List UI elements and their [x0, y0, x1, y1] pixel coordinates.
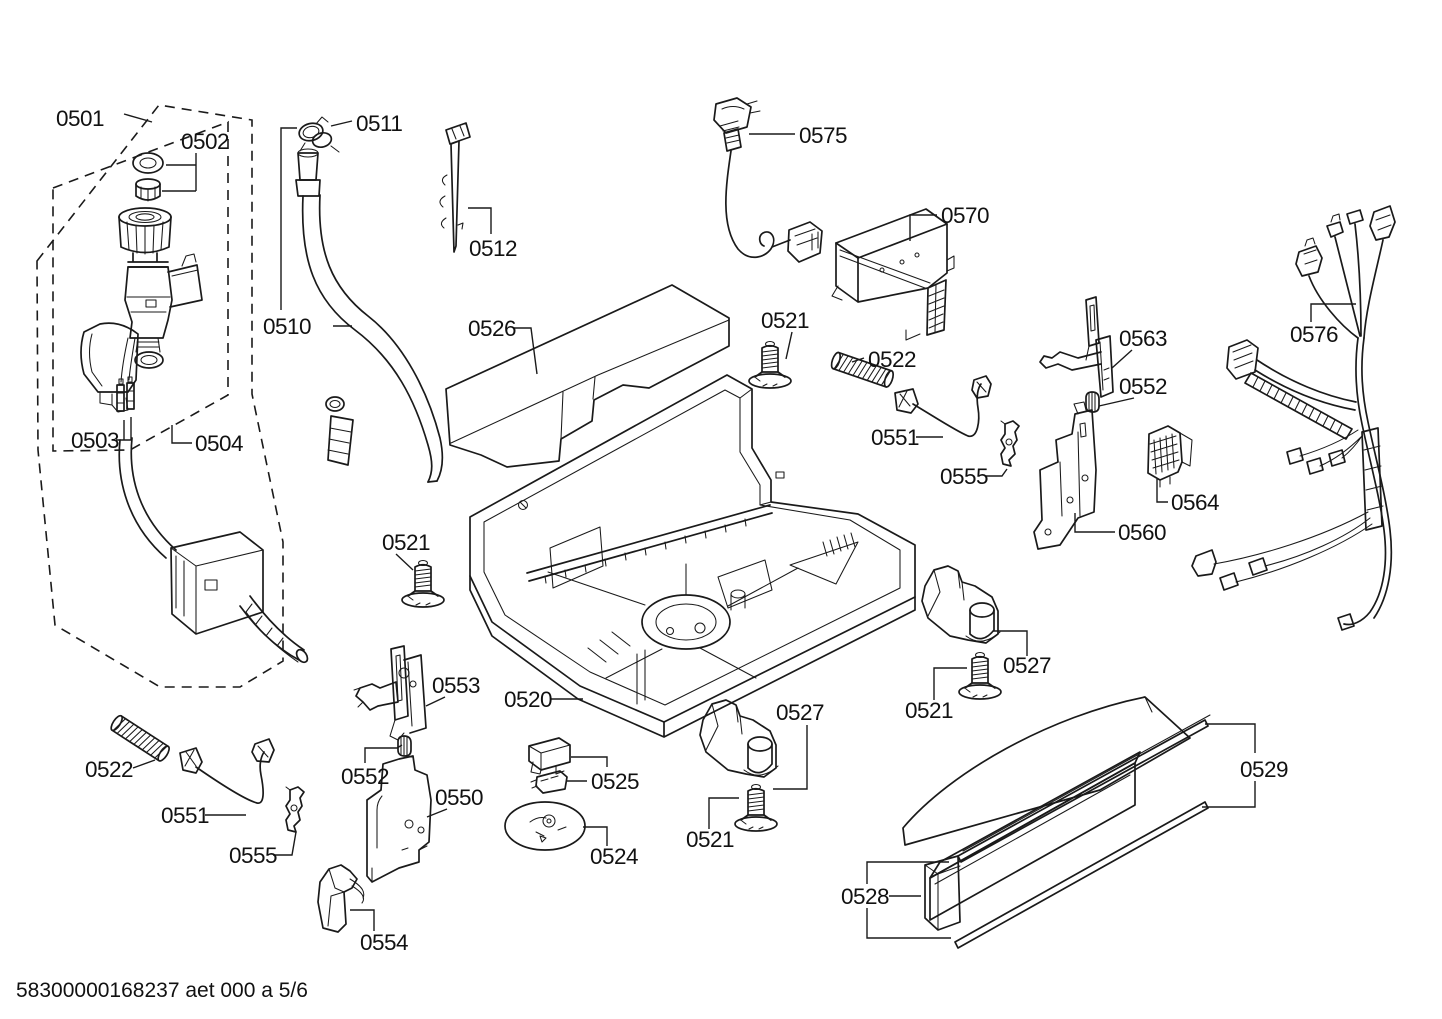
part-0503-fuses [116, 337, 136, 412]
part-0551-cable-top [894, 375, 992, 437]
part-label-0520: 0520 [504, 687, 552, 712]
part-label-0563: 0563 [1119, 326, 1167, 351]
part-label-0528: 0528 [841, 884, 889, 909]
part-label-0503: 0503 [71, 428, 119, 453]
part-0522-spring-bottom [108, 713, 173, 764]
part-0527-foot-right [921, 565, 1001, 644]
part-label-0564: 0564 [1171, 490, 1219, 515]
part-label-0570: 0570 [941, 203, 989, 228]
assembly-0501-dashed-outline [36, 104, 284, 688]
part-0560-mounting-bracket [1033, 401, 1097, 550]
part-label-0521-right: 0521 [905, 698, 953, 723]
part-label-0527-bottom: 0527 [776, 700, 824, 725]
part-0555-latch-bottom [285, 786, 305, 833]
part-label-0551-top: 0551 [871, 425, 919, 450]
part-label-0525: 0525 [591, 769, 639, 794]
part-label-0521-left: 0521 [382, 530, 430, 555]
part-0563-hinge-bracket [1039, 296, 1114, 398]
part-0570-control-module [831, 208, 955, 341]
part-label-0522-top: 0522 [868, 347, 916, 372]
part-label-0526: 0526 [468, 316, 516, 341]
part-0511-hose-clamp [298, 116, 340, 153]
callout-labels: 0501 0502 0503 0504 0510 0511 0512 0526 … [56, 106, 1339, 955]
part-label-0522-bottom: 0522 [85, 757, 133, 782]
part-label-0553: 0553 [432, 673, 480, 698]
part-label-0552-left: 0552 [341, 764, 389, 789]
part-label-0510: 0510 [263, 314, 311, 339]
part-0553-hinge [353, 645, 427, 741]
part-0551-cable-bottom [179, 738, 275, 804]
part-label-0551-bottom: 0551 [161, 803, 209, 828]
part-0550-bracket [366, 755, 432, 883]
part-0501-valve-body [80, 207, 203, 413]
part-label-0554: 0554 [360, 930, 408, 955]
part-0527-foot-bottom [699, 699, 779, 778]
part-label-0501: 0501 [56, 106, 104, 131]
part-0504-connection-box [118, 437, 309, 664]
part-0529-trim-strips [954, 714, 1211, 949]
part-label-0511: 0511 [356, 111, 402, 136]
part-0521-screw-right [958, 651, 1002, 700]
part-0521-screw-top [748, 340, 792, 389]
part-label-0575: 0575 [799, 123, 847, 148]
part-0554-cover [317, 864, 365, 933]
part-0521-screw-left [401, 559, 445, 608]
part-0502-nut [135, 178, 161, 202]
assembly-0504-dashed-outline [52, 120, 229, 452]
callout-leader-lines [116, 113, 1356, 939]
part-0520-base-pan [469, 374, 916, 738]
part-0521-screw-bottom [734, 783, 778, 832]
document-number: 58300000168237 aet 000 a 5/6 [16, 979, 308, 1002]
part-label-0555-bottom: 0555 [229, 843, 277, 868]
part-0502-washer [132, 152, 164, 174]
part-label-0560: 0560 [1118, 520, 1166, 545]
part-0512-bracket [439, 122, 471, 253]
part-0576-wiring-harness [1191, 205, 1396, 631]
part-label-0552-right: 0552 [1119, 374, 1167, 399]
part-label-0521-bottom: 0521 [686, 827, 734, 852]
part-label-0524: 0524 [590, 844, 638, 869]
part-label-0502: 0502 [181, 129, 229, 154]
part-0525-switch [528, 737, 571, 794]
part-0524-damper-disc [504, 801, 586, 851]
part-label-0576: 0576 [1290, 322, 1338, 347]
part-0555-latch-top [1000, 420, 1020, 467]
part-label-0529: 0529 [1240, 757, 1288, 782]
part-label-0555-top: 0555 [940, 464, 988, 489]
part-0526-cover [445, 284, 730, 468]
part-label-0527-right: 0527 [1003, 653, 1051, 678]
part-label-0504: 0504 [195, 431, 243, 456]
part-label-0550: 0550 [435, 785, 483, 810]
part-label-0512: 0512 [469, 236, 517, 261]
part-0564-vent-grid [1147, 425, 1193, 488]
part-0575-power-cord [713, 97, 823, 263]
part-label-0521-top: 0521 [761, 308, 809, 333]
part-0528-toe-panel [902, 696, 1191, 931]
part-0510-drain-hose [295, 148, 444, 483]
part-0552-clip-right [1085, 391, 1100, 413]
